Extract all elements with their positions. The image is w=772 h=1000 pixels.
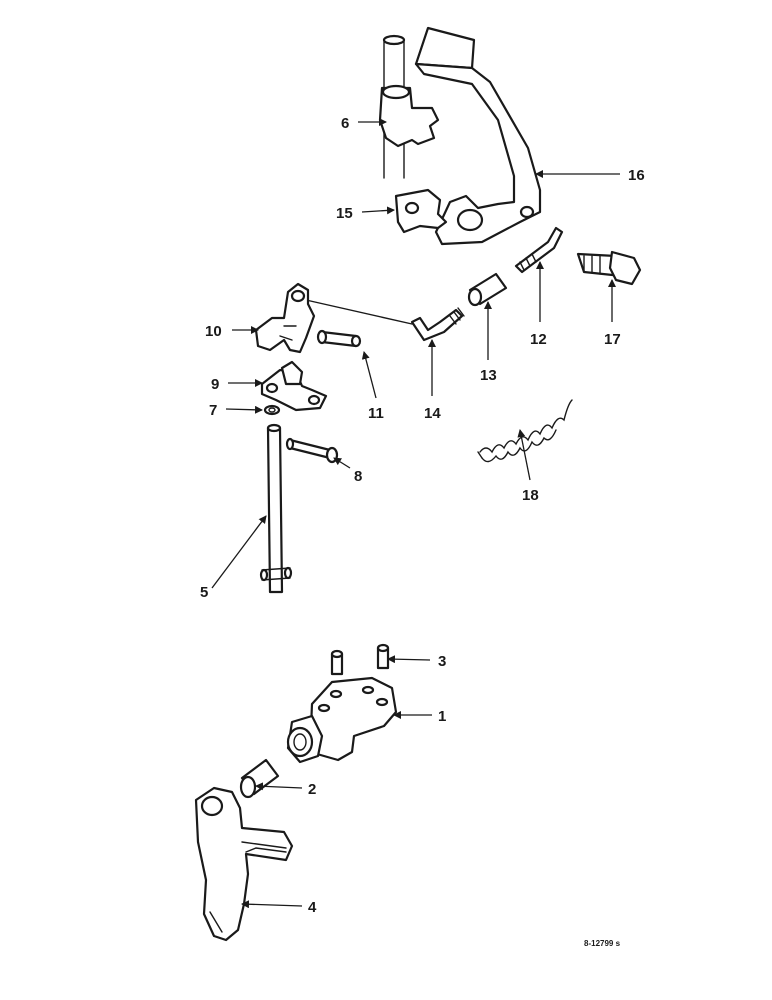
part-4-lever xyxy=(194,786,294,942)
part-14-rod xyxy=(305,299,465,342)
callout-8: 8 xyxy=(354,468,362,485)
callout-18: 18 xyxy=(522,487,539,504)
part-15-bracket xyxy=(394,188,448,234)
callout-17: 17 xyxy=(604,331,621,348)
callout-6: 6 xyxy=(341,115,349,132)
part-12-rod xyxy=(514,226,564,274)
callout-14: 14 xyxy=(424,405,441,422)
part-16-pedal xyxy=(414,26,542,246)
callout-9: 9 xyxy=(211,376,219,393)
part-6-shaft-yoke xyxy=(378,34,440,179)
part-5-shaft xyxy=(259,423,293,594)
callout-4: 4 xyxy=(308,899,317,916)
callout-5: 5 xyxy=(200,584,208,601)
part-1-housing xyxy=(286,676,398,764)
callout-10: 10 xyxy=(205,323,222,340)
callout-2: 2 xyxy=(308,781,316,798)
callout-13: 13 xyxy=(480,367,497,384)
callout-15: 15 xyxy=(336,205,353,222)
part-3-dowel-pins xyxy=(330,643,390,676)
part-17-bolt xyxy=(576,250,642,286)
part-18-spring xyxy=(477,399,573,463)
reference-number: 8-12799 s xyxy=(584,939,621,948)
part-9-yoke-bracket xyxy=(260,360,328,412)
callout-labels: 6 16 15 10 9 7 11 8 5 14 13 12 17 18 3 1… xyxy=(200,115,645,916)
part-7-washer xyxy=(263,404,281,416)
leader-lines xyxy=(211,118,620,909)
callout-16: 16 xyxy=(628,167,645,184)
callout-11: 11 xyxy=(368,405,384,422)
part-2-pin xyxy=(239,758,280,799)
callout-3: 3 xyxy=(438,653,446,670)
part-11-pin xyxy=(316,329,362,348)
callout-1: 1 xyxy=(438,708,446,725)
callout-12: 12 xyxy=(530,331,547,348)
part-13-sleeve xyxy=(467,272,508,307)
part-10-clevis xyxy=(254,282,316,354)
callout-7: 7 xyxy=(209,402,217,419)
part-8-pin xyxy=(285,437,339,464)
